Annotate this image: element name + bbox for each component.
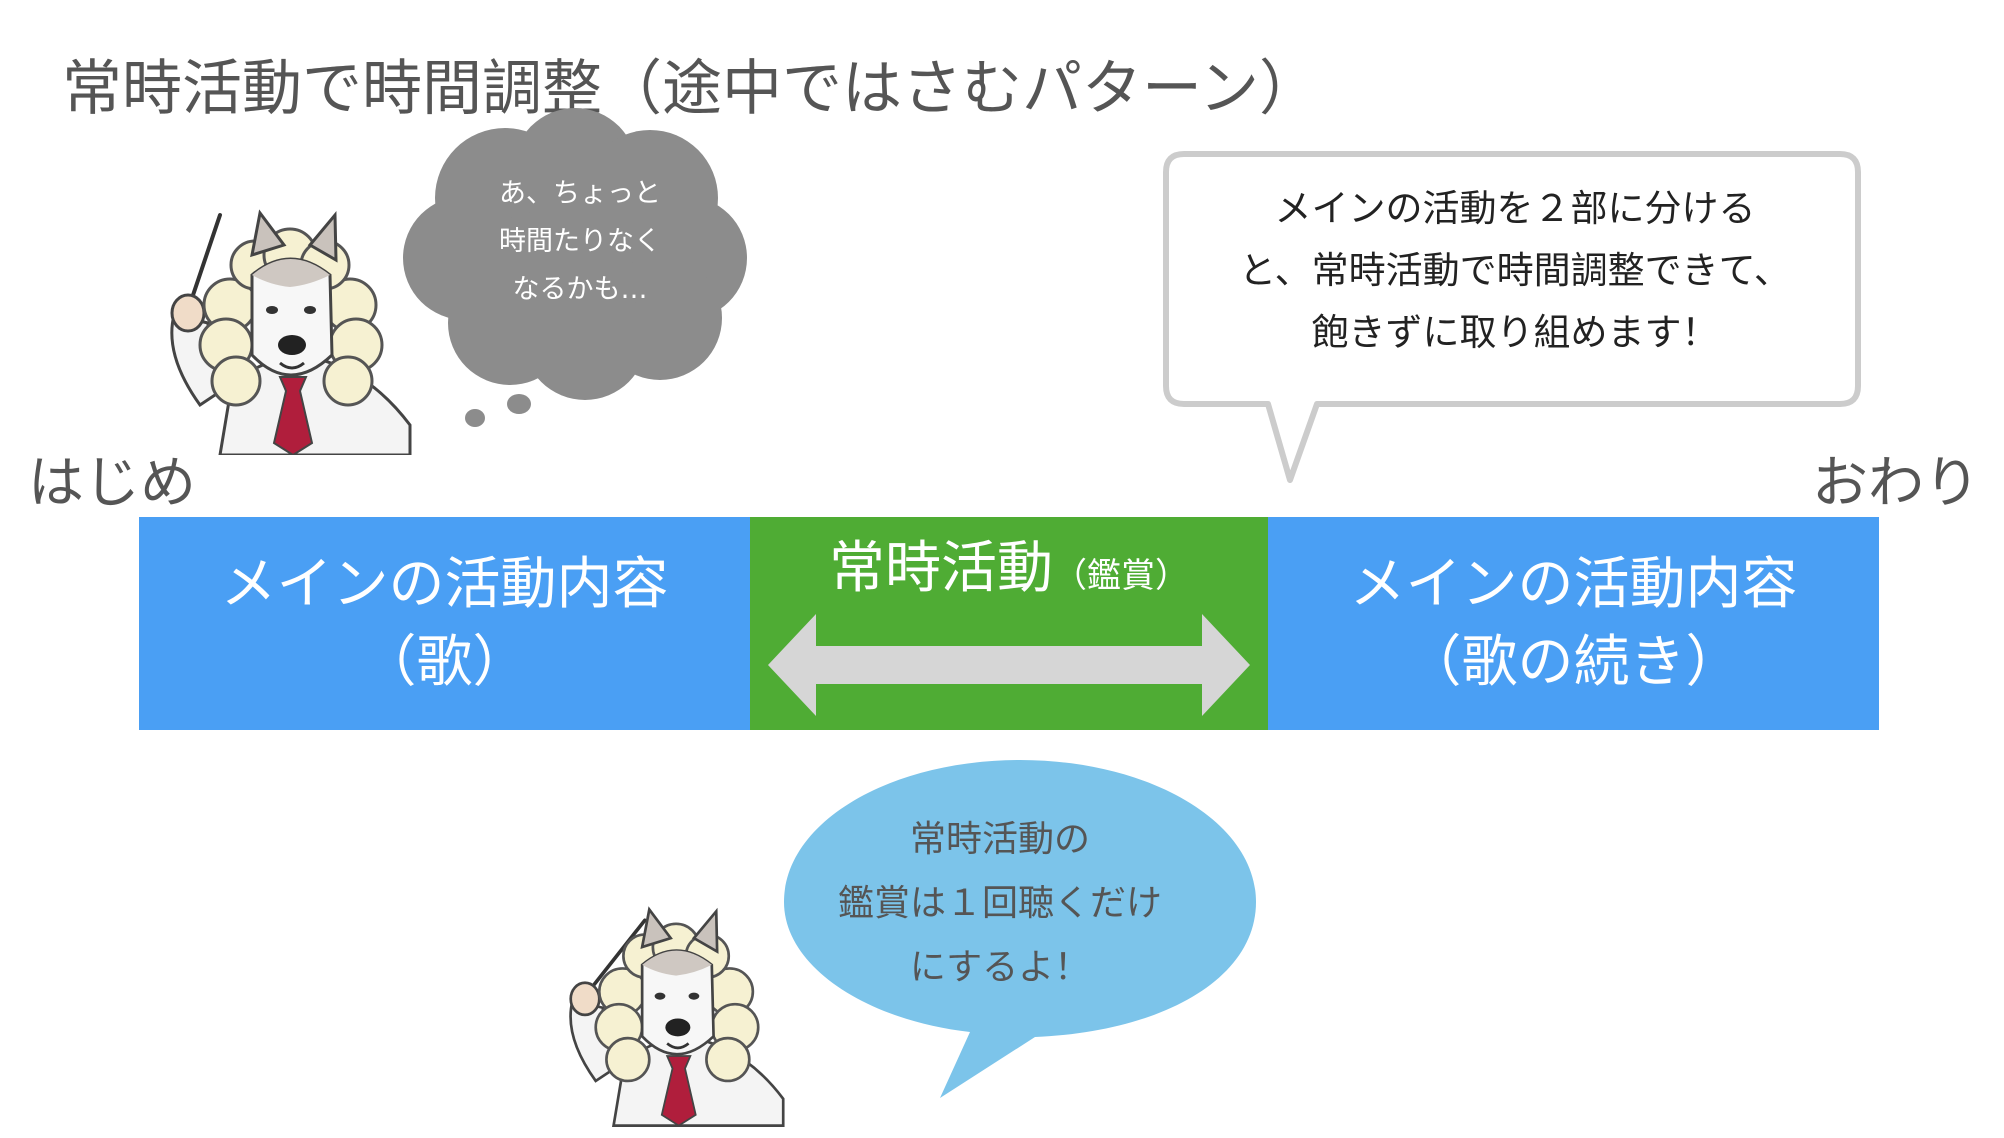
thought-line: 時間たりなく [499, 226, 661, 257]
speech-bubble [1163, 151, 1861, 483]
blue-bubble-text: 常時活動の 鑑賞は１回聴くだけ にするよ！ [790, 808, 1210, 1000]
segment-label: メインの活動内容 [1349, 551, 1798, 617]
blue-bubble-line: 常時活動の [909, 819, 1090, 860]
thought-bubble [403, 108, 747, 427]
blue-speech-bubble [784, 760, 1256, 1098]
thought-bubble-text: あ、ちょっと 時間たりなく なるかも… [450, 170, 710, 314]
main-activity-segment-1: メインの活動内容 （歌） [139, 517, 750, 730]
page-title: 常時活動で時間調整（途中ではさむパターン） [62, 54, 1319, 124]
speech-bubble-text: メインの活動を２部に分ける と、常時活動で時間調整できて、 飽きずに取り組めます… [1180, 178, 1850, 364]
thought-line: なるかも… [512, 274, 648, 305]
segment-sublabel: （鑑賞） [1053, 556, 1189, 596]
main-activity-segment-2: メインの活動内容 （歌の続き） [1268, 517, 1879, 730]
blue-bubble-line: 鑑賞は１回聴くだけ [837, 883, 1162, 924]
speech-line: と、常時活動で時間調整できて、 [1239, 249, 1791, 292]
conductor-dog-illustration [569, 906, 785, 1127]
conductor-dog-illustration [170, 209, 412, 455]
start-label: はじめ [28, 451, 196, 516]
segment-sublabel: （歌の続き） [1405, 629, 1742, 695]
thought-line: あ、ちょっと [499, 178, 661, 209]
segment-label: メインの活動内容 [220, 551, 669, 617]
segment-sublabel: （歌） [360, 629, 529, 695]
speech-line: 飽きずに取り組めます！ [1311, 311, 1719, 354]
routine-activity-label: 常時活動（鑑賞） [829, 523, 1189, 604]
segment-label: 常時活動 [829, 536, 1053, 601]
routine-activity-segment: 常時活動（鑑賞） [750, 517, 1268, 730]
double-arrow-icon [768, 614, 1250, 716]
end-label: おわり [1812, 451, 1980, 516]
blue-bubble-line: にするよ！ [909, 947, 1091, 988]
speech-line: メインの活動を２部に分ける [1274, 187, 1756, 230]
